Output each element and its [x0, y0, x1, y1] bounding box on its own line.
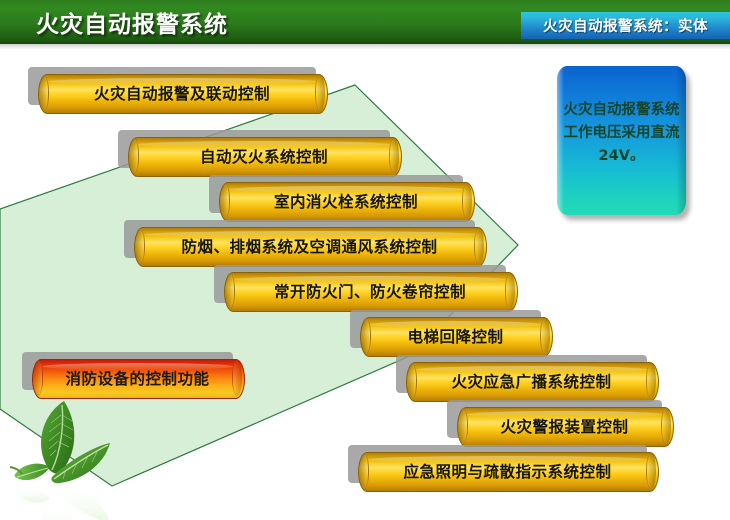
info-callout-box: 火灾自动报警系统工作电压采用直流24V。	[557, 66, 686, 215]
header-bar: 火灾自动报警系统 火灾自动报警系统：实体	[0, 0, 730, 44]
flow-button-endcap-right	[389, 138, 399, 174]
flow-button-gloss	[416, 366, 647, 373]
flow-button[interactable]: 火灾自动报警及联动控制	[28, 67, 328, 114]
flow-button-endcap-right	[661, 408, 671, 444]
flow-button[interactable]: 应急照明与疏散指示系统控制	[348, 445, 659, 492]
info-callout-text: 火灾自动报警系统工作电压采用直流24V。	[563, 102, 680, 164]
flow-button-label: 室内消火栓系统控制	[273, 193, 418, 211]
header-divider	[0, 44, 730, 49]
flow-button[interactable]: 自动灭火系统控制	[118, 130, 402, 177]
flow-button[interactable]: 火灾警报装置控制	[447, 400, 674, 447]
flow-button-endcap-right	[505, 273, 515, 309]
flow-button-label: 火灾警报装置控制	[500, 418, 629, 436]
flow-button-gloss	[48, 78, 316, 85]
flow-button-endcap-right	[646, 453, 656, 489]
flow-button-label: 消防设备的控制功能	[65, 370, 210, 388]
flow-button-label: 常开防火门、防火卷帘控制	[273, 283, 466, 301]
flow-button-label: 火灾自动报警及联动控制	[93, 85, 270, 103]
status-badge: 火灾自动报警系统：实体	[521, 12, 730, 39]
flow-button-label: 火灾应急广播系统控制	[451, 373, 612, 391]
flow-button-endcap-right	[474, 228, 484, 264]
flow-button[interactable]: 火灾应急广播系统控制	[396, 355, 659, 402]
flow-button-endcap-right	[232, 360, 242, 396]
flow-button-endcap-right	[462, 183, 472, 219]
flow-button-label: 防烟、排烟系统及空调通风系统控制	[181, 238, 438, 256]
flow-button-endcap-right	[315, 75, 325, 111]
leaf-icon	[9, 401, 110, 520]
flow-button[interactable]: 电梯回降控制	[350, 310, 553, 357]
status-badge-label: 火灾自动报警系统：实体	[543, 19, 708, 35]
flow-button[interactable]: 常开防火门、防火卷帘控制	[214, 265, 518, 312]
slide-canvas: 火灾自动报警系统工作电压采用直流24V。 火灾自动报警及联动控制自动灭火系统控制…	[0, 49, 730, 520]
flow-button-endcap-right	[646, 363, 656, 399]
flow-button-label: 电梯回降控制	[407, 328, 504, 346]
flow-button-label: 应急照明与疏散指示系统控制	[403, 463, 612, 481]
flow-button-gloss	[467, 411, 662, 418]
flow-button-endcap-right	[540, 318, 550, 354]
flow-button[interactable]: 防烟、排烟系统及空调通风系统控制	[124, 220, 487, 267]
flow-button-label: 自动灭火系统控制	[199, 148, 328, 166]
page-title: 火灾自动报警系统	[36, 12, 228, 38]
flow-button[interactable]: 消防设备的控制功能	[22, 352, 245, 399]
flow-button[interactable]: 室内消火栓系统控制	[209, 175, 475, 222]
